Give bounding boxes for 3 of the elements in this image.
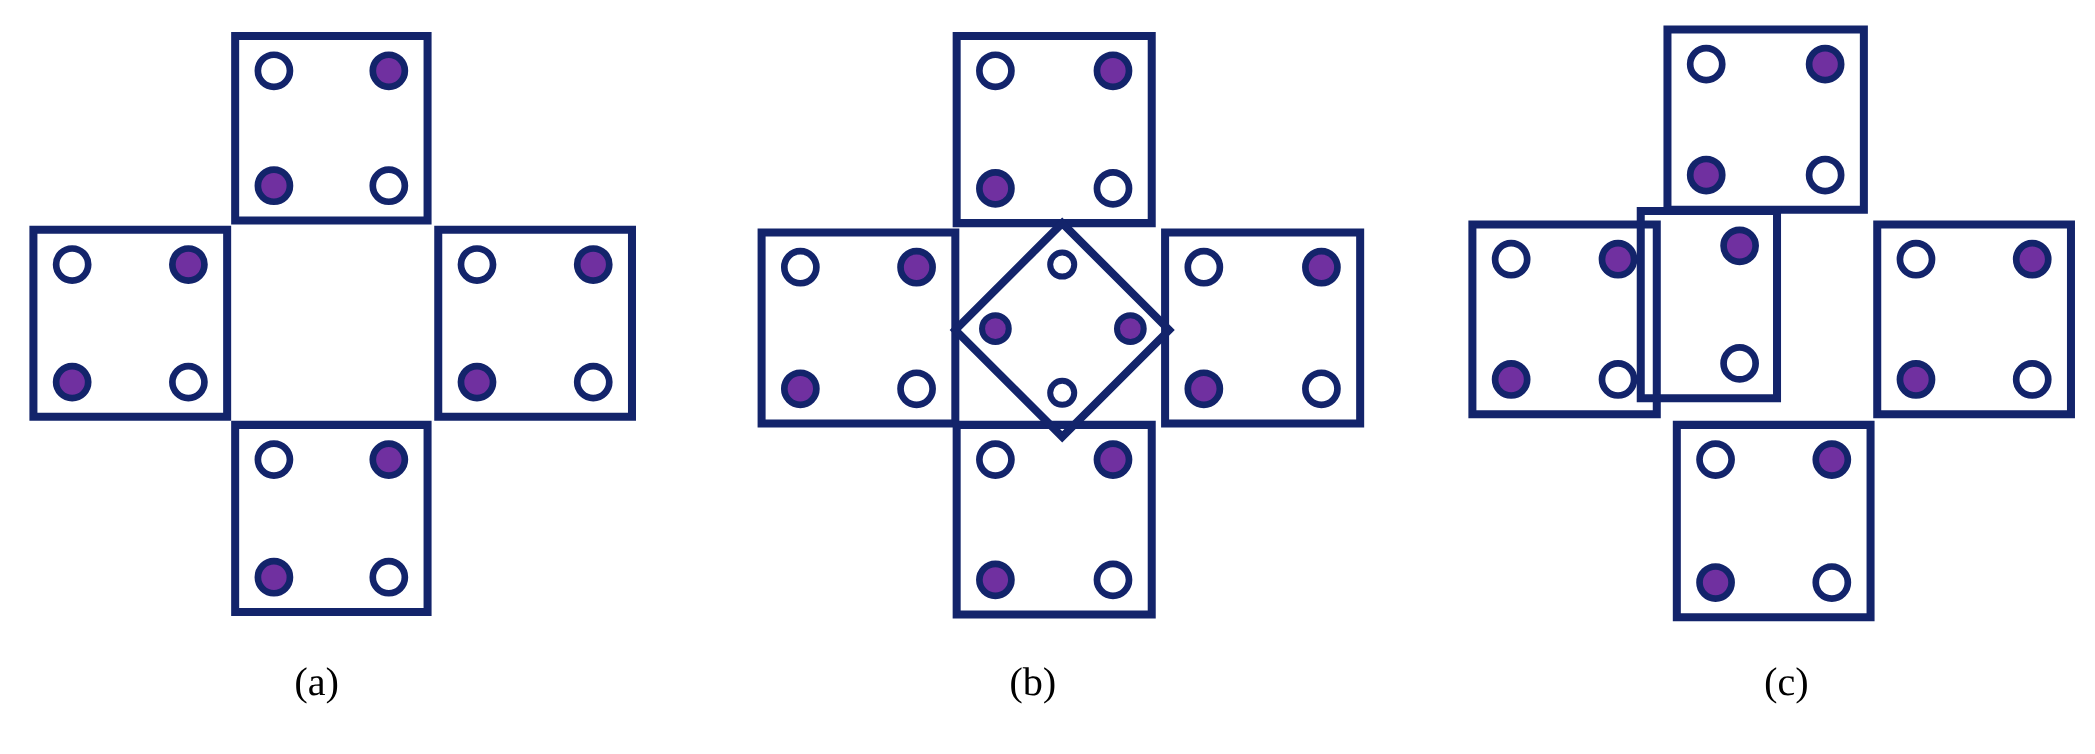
panel-label: (b)	[1011, 667, 1055, 704]
panel-label: (a)	[296, 667, 338, 704]
panel-label: (c)	[1765, 667, 1807, 704]
